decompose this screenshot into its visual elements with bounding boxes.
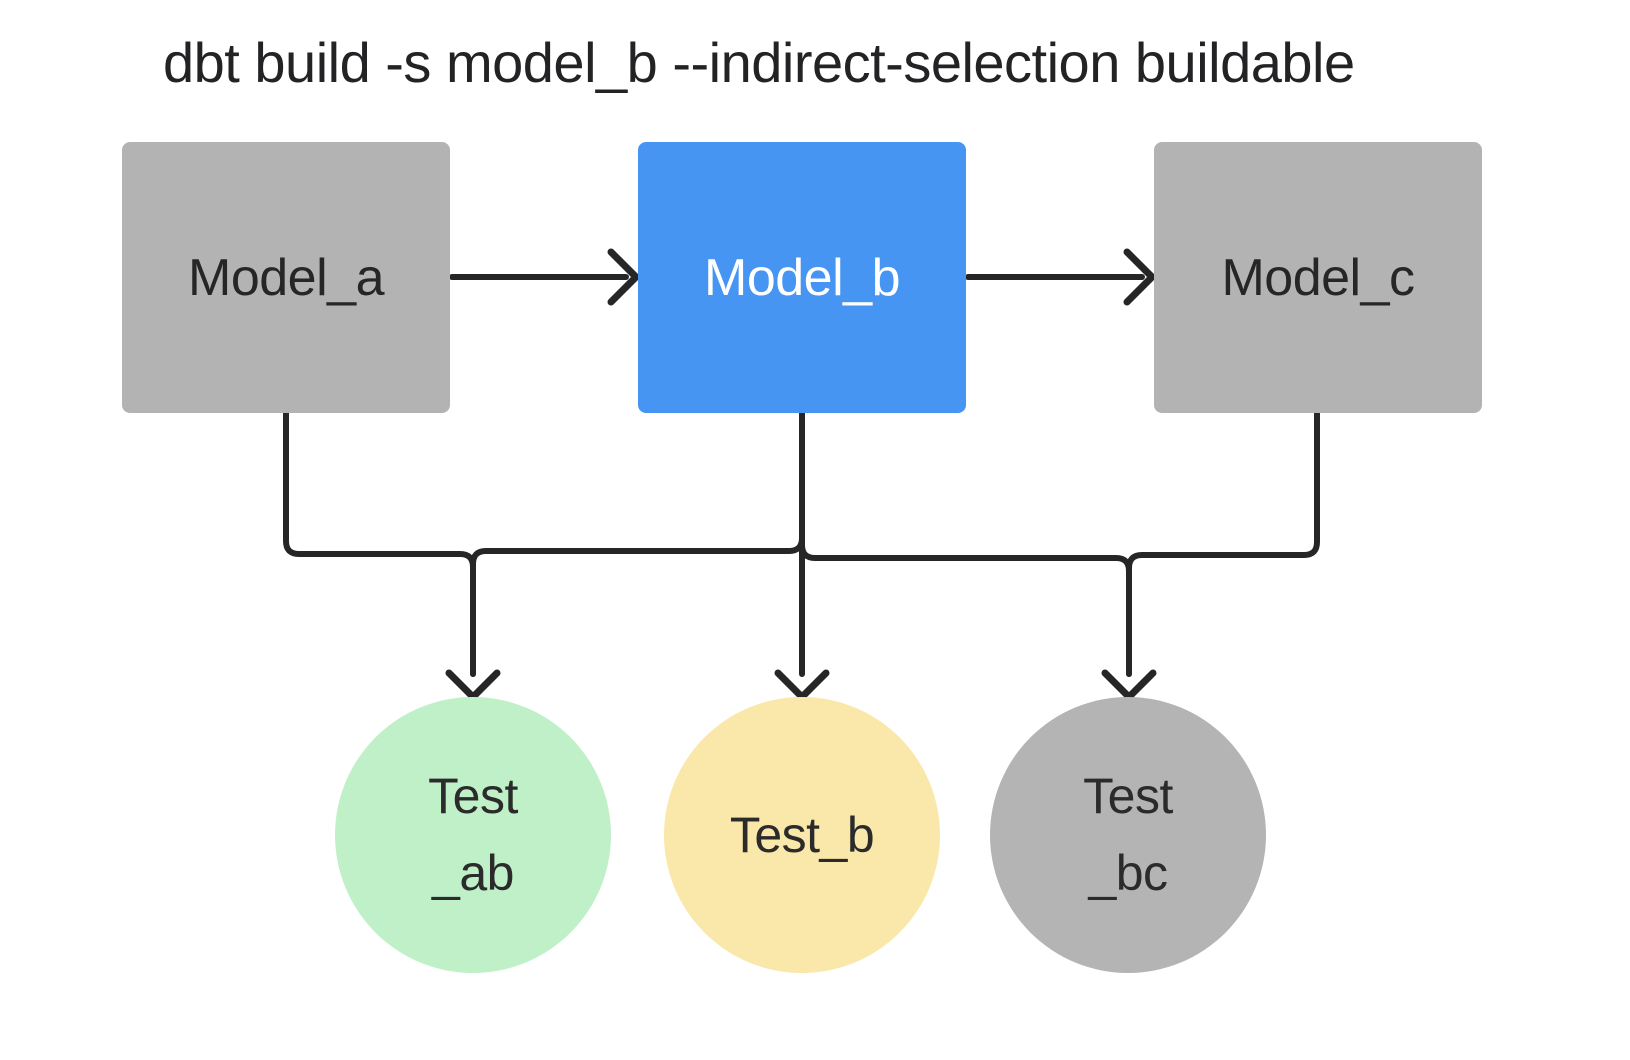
node-test-bc: Test _bc [990,697,1266,973]
node-test-ab-label-line1: Test [428,768,518,824]
node-test-ab-label-line2: _ab [432,845,514,901]
node-model-c-label: Model_c [1221,248,1415,307]
node-model-a-label: Model_a [188,248,384,307]
node-model-b: Model_b [638,142,966,413]
node-test-b-label-line1: Test_b [729,806,875,863]
diagram-title: dbt build -s model_b --indirect-selectio… [163,31,1355,94]
node-test-b: Test_b [664,697,940,973]
edge-model-c-to-test-bc [1126,409,1320,677]
node-model-c: Model_c [1154,142,1482,413]
arrowhead-model-c [1123,248,1156,306]
edge-model-a-to-test-ab [283,409,476,677]
arrowhead-model-b [607,248,640,306]
edge-model-b-to-test-bc [799,409,1132,677]
node-model-b-label: Model_b [704,248,900,307]
node-test-bc-label-line2: _bc [1088,845,1168,901]
node-model-a: Model_a [122,142,450,413]
edge-model-b-to-test-ab [470,409,805,677]
node-test-bc-label-line1: Test [1083,768,1173,824]
node-test-ab: Test _ab [335,697,611,973]
